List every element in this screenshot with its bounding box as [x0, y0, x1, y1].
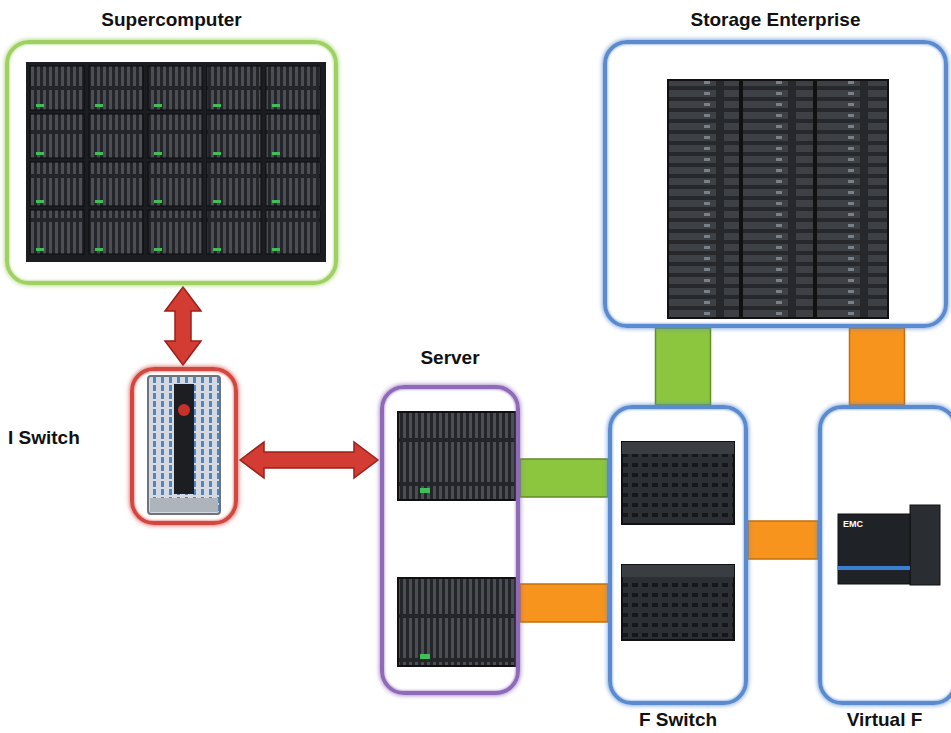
status-light	[95, 248, 103, 251]
status-light	[213, 104, 221, 107]
equipment-group: Virtual F	[818, 405, 951, 705]
blade-chassis	[207, 66, 261, 110]
blade-chassis	[266, 210, 320, 254]
status-light	[154, 200, 162, 203]
supercomputer-racks	[26, 62, 326, 262]
blade-chassis	[30, 162, 84, 206]
group-heading: I Switch	[8, 427, 118, 449]
blade-chassis	[148, 114, 202, 158]
infiniband-switch	[148, 376, 220, 514]
link-band	[850, 328, 905, 405]
blade-chassis	[89, 66, 143, 110]
blade-chassis	[148, 66, 202, 110]
blade-chassis	[89, 162, 143, 206]
equipment-group: I Switch	[130, 367, 238, 525]
double-arrow	[165, 287, 201, 365]
equipment-group: Server	[380, 385, 520, 695]
blade-chassis	[207, 210, 261, 254]
group-heading: Storage Enterprise	[603, 9, 948, 31]
blade-chassis	[30, 66, 84, 110]
status-light	[95, 104, 103, 107]
status-light	[95, 152, 103, 155]
group-heading: F Switch	[608, 709, 748, 731]
blade-servers	[398, 412, 516, 666]
status-light	[36, 152, 44, 155]
status-light	[272, 248, 280, 251]
status-light	[36, 200, 44, 203]
status-light	[36, 248, 44, 251]
status-light	[213, 248, 221, 251]
group-heading: Virtual F	[818, 709, 951, 731]
double-arrow	[240, 442, 378, 478]
blade-chassis	[207, 114, 261, 158]
status-light	[272, 200, 280, 203]
blade-chassis	[89, 114, 143, 158]
status-light	[213, 152, 221, 155]
link-band	[520, 459, 608, 497]
blade-chassis	[30, 114, 84, 158]
link-band	[748, 521, 818, 559]
virtualization-appliance	[838, 505, 940, 585]
status-light	[95, 200, 103, 203]
status-light	[154, 104, 162, 107]
blade-chassis	[148, 162, 202, 206]
brand-mark: EMC	[843, 519, 863, 529]
blade-chassis	[148, 210, 202, 254]
blade-chassis	[89, 210, 143, 254]
blade-chassis	[266, 162, 320, 206]
status-light	[154, 248, 162, 251]
storage-racks	[668, 80, 888, 318]
blade-chassis	[207, 162, 261, 206]
fabric-switches	[622, 442, 734, 640]
blade-chassis	[30, 210, 84, 254]
status-light	[154, 152, 162, 155]
status-light	[272, 152, 280, 155]
blade-chassis	[266, 66, 320, 110]
status-light	[272, 104, 280, 107]
link-band	[520, 584, 608, 622]
equipment-group: F Switch	[608, 405, 748, 705]
blade-chassis	[266, 114, 320, 158]
group-heading: Server	[380, 347, 520, 369]
equipment-group: Storage Enterprise	[603, 40, 948, 328]
group-heading: Supercomputer	[5, 9, 338, 31]
link-band	[656, 328, 711, 405]
status-light	[36, 104, 44, 107]
status-light	[213, 200, 221, 203]
equipment-group: Supercomputer	[5, 40, 338, 285]
